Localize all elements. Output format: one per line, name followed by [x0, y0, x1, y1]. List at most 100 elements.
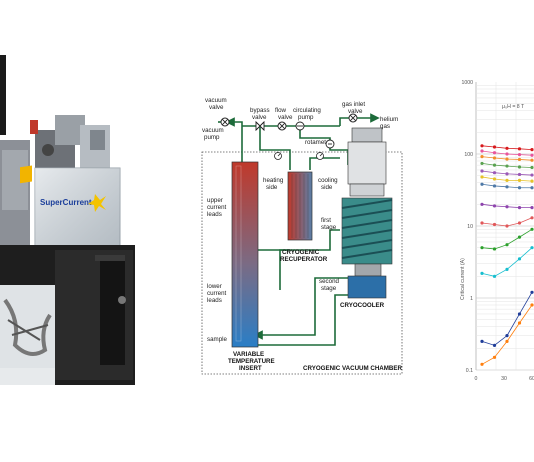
label-cryocooler: CRYOCOOLER — [340, 302, 385, 309]
label-vti-2: TEMPERATURE — [228, 358, 275, 365]
vacuum-chamber-outline — [201, 151, 403, 375]
chart-point — [492, 156, 497, 160]
chart-point — [492, 343, 497, 347]
chart-point — [492, 145, 497, 149]
chart-point — [530, 227, 534, 231]
chart-point — [492, 171, 497, 175]
chart-point — [530, 206, 534, 210]
chart-point — [492, 204, 497, 208]
chart-point — [517, 321, 522, 325]
label-vti-1: VARIABLE — [233, 351, 264, 358]
chart-point — [517, 221, 522, 225]
chart-point — [517, 178, 522, 182]
chart-point — [505, 334, 509, 338]
chart-point — [517, 312, 522, 316]
label-first-stage-1: first — [321, 217, 331, 224]
chart-point — [530, 165, 534, 170]
label-vacuum-valve-2: valve — [209, 104, 224, 111]
chart-point — [517, 153, 522, 157]
chart-series-line — [481, 247, 533, 277]
chart-point — [480, 246, 484, 250]
label-sample: sample — [207, 336, 228, 343]
chart-point — [517, 235, 522, 239]
label-second-stage-1: second — [319, 278, 340, 285]
chart-y-tick-label: 10 — [467, 224, 473, 230]
gas-inlet-valve-icon — [348, 113, 358, 123]
label-heating-side-1: heating — [263, 177, 284, 184]
label-second-stage-2: stage — [321, 285, 337, 292]
label-bypass-valve-2: valve — [252, 114, 267, 121]
chart-point — [492, 163, 497, 167]
chart-point — [492, 184, 497, 188]
chart-point — [505, 267, 509, 271]
chart-point — [517, 157, 522, 162]
label-cryogenic-recuperator-2: RECUPERATOR — [280, 256, 328, 263]
chart-point — [505, 146, 509, 150]
label-vacuum-pump-1: vacuum — [202, 127, 224, 134]
label-first-stage-2: stage — [321, 224, 337, 231]
chart-point — [480, 149, 484, 153]
chart-point — [530, 246, 534, 250]
label-gas-inlet-valve-2: valve — [348, 108, 363, 115]
label-cryogenic-recuperator-1: CRYOGENIC — [282, 249, 320, 256]
label-cooling-side-1: cooling — [318, 177, 338, 184]
chart-point — [517, 257, 522, 261]
chart-ylabel: Critical current (A) — [460, 258, 466, 300]
chart-series — [480, 144, 534, 366]
chart-point — [505, 339, 509, 343]
gauge-icon — [274, 152, 282, 160]
chart-point — [492, 247, 497, 251]
chart-x-tick-label: 0 — [475, 376, 478, 382]
chart-point — [480, 339, 484, 343]
chart-point — [480, 169, 484, 173]
label-flow-valve-2: valve — [278, 114, 293, 121]
chart-x-tick-label: 60 — [529, 376, 534, 382]
chart-point — [480, 144, 484, 148]
chart-point — [505, 157, 509, 161]
chart-point — [505, 205, 509, 209]
label-upper-current-leads-3: leads — [207, 211, 222, 218]
label-upper-current-leads-1: upper — [207, 197, 223, 204]
chart-point — [480, 202, 484, 206]
label-cryogenic-vacuum-chamber: CRYOGENIC VACUUM CHAMBER — [303, 365, 403, 372]
label-lower-current-leads-1: lower — [207, 283, 222, 290]
chart-point — [517, 165, 522, 169]
chart-point — [480, 161, 484, 166]
chart-point — [492, 222, 497, 227]
circulating-pump-icon — [295, 121, 305, 131]
chart-point — [480, 182, 484, 186]
chart-y-tick-label: 100 — [464, 152, 473, 158]
chart-point — [492, 274, 497, 278]
chart-point — [505, 185, 509, 189]
chart-point — [480, 155, 484, 159]
chart-point — [530, 148, 534, 152]
photo-brand: SuperCurrent — [40, 198, 92, 207]
chart-point — [492, 151, 497, 155]
label-helium-gas-1: helium — [380, 116, 398, 123]
chart-point — [530, 179, 534, 183]
chart-point — [530, 186, 534, 190]
chart-point — [505, 243, 509, 247]
variable-temperature-insert — [231, 161, 259, 348]
label-rotameter: rotameter — [305, 139, 331, 146]
label-gas-inlet-valve-1: gas inlet — [342, 101, 365, 108]
chart-series-line — [481, 292, 533, 346]
chart-point — [505, 224, 509, 228]
cryocooler — [341, 127, 393, 299]
chart-point — [505, 152, 509, 156]
chart-point — [517, 147, 522, 151]
label-cooling-side-2: side — [321, 184, 333, 191]
chart-annotation: μ₀H = 8 T — [502, 104, 525, 110]
apparatus-photo: SuperCurrent — [0, 55, 135, 385]
chart-point — [530, 290, 534, 294]
chart-point — [530, 158, 534, 162]
chart-point — [480, 221, 484, 225]
label-flow-valve-1: flow — [275, 107, 287, 114]
label-lower-current-leads-2: current — [207, 290, 227, 297]
chart-point — [505, 164, 509, 168]
chart-point — [517, 186, 522, 190]
chart-y-tick-label: 0.1 — [466, 368, 473, 374]
chart-point — [480, 271, 484, 275]
label-bypass-valve-1: bypass — [250, 107, 270, 114]
cryostat-schematic: vacuum valve bypass valve flow valve cir… — [201, 97, 403, 375]
